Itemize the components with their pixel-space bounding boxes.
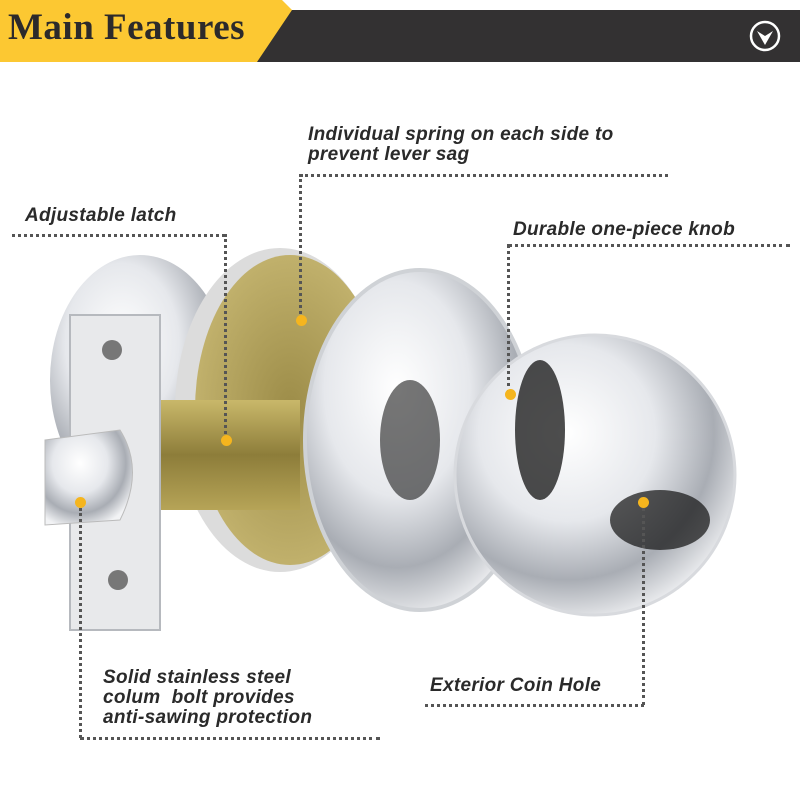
callout-spring-line-1: Individual spring on each side to	[308, 124, 614, 145]
callout-spring: Individual spring on each side to preven…	[308, 125, 614, 165]
leader-line	[642, 508, 645, 705]
callout-marker	[296, 315, 307, 326]
callout-marker	[638, 497, 649, 508]
page-title: Main Features	[8, 7, 246, 48]
callout-marker	[221, 435, 232, 446]
leader-line	[508, 244, 790, 247]
callout-bolt-line-3: anti-sawing protection	[103, 707, 313, 728]
leader-line	[79, 508, 82, 738]
callout-spring-line-2: prevent lever sag	[308, 144, 470, 165]
leader-line	[12, 234, 225, 237]
leader-line	[507, 244, 510, 394]
callout-knob: Durable one-piece knob	[513, 219, 735, 240]
callout-marker	[505, 389, 516, 400]
leader-line	[224, 234, 227, 440]
header-title-banner	[0, 0, 292, 62]
chevron-down-circle-icon	[749, 20, 781, 52]
leader-line	[300, 174, 668, 177]
callout-latch: Adjustable latch	[25, 205, 177, 226]
callout-coin: Exterior Coin Hole	[430, 675, 602, 696]
leader-line	[299, 174, 302, 320]
leader-line	[425, 704, 644, 707]
callout-bolt-line-1: Solid stainless steel	[103, 667, 291, 688]
callout-bolt: Solid stainless steel colum bolt provide…	[103, 668, 312, 728]
callout-bolt-line-2: colum bolt provides	[103, 687, 295, 708]
callout-marker	[75, 497, 86, 508]
leader-line	[80, 737, 380, 740]
